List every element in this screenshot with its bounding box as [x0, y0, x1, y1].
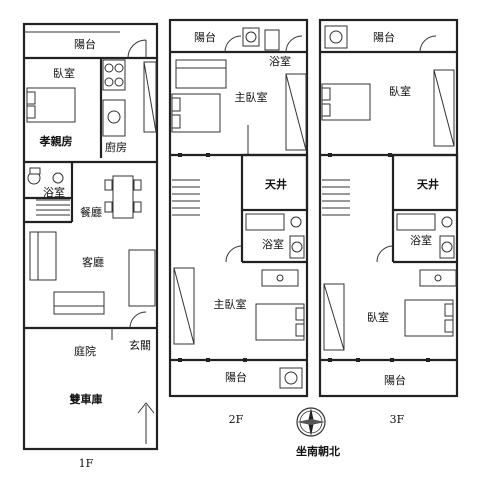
- stairs-2f: [172, 179, 200, 216]
- room-label-balcony: 陽台: [74, 37, 96, 51]
- floor-1-plan: 陽台 臥室 孝親房 廚房 浴室 餐廳 客廳 庭院 玄關 雙車庫 1F: [22, 22, 159, 470]
- toilet-2f-top: [264, 29, 280, 51]
- floor-label-3f: 3F: [390, 413, 405, 426]
- cabinet-3f: [419, 269, 457, 287]
- washbasin-3f: [439, 235, 455, 259]
- room-label-dining: 餐廳: [80, 205, 102, 219]
- room-label-bathroom: 浴室: [43, 185, 65, 199]
- lightwell-3f: [391, 153, 459, 212]
- room-label-balcony-top-3f: 陽台: [373, 30, 395, 44]
- compass-icon: [296, 407, 326, 437]
- orientation-label: 坐南朝北: [296, 444, 340, 458]
- room-label-bedroom-bottom-3f: 臥室: [367, 310, 389, 324]
- bathtub-3f: [396, 213, 436, 231]
- room-label-bathroom-mid-2f: 浴室: [262, 237, 284, 251]
- stove: [102, 59, 126, 91]
- washbasin-2f-mid: [289, 235, 305, 259]
- room-label-lightwell-3f: 天井: [417, 177, 439, 191]
- room-label-bedroom-top-3f: 臥室: [389, 84, 411, 98]
- bathtub-2f: [245, 213, 285, 231]
- room-label-kitchen: 廚房: [105, 140, 127, 154]
- dining-table: [112, 175, 134, 219]
- room-label-parents-room: 孝親房: [39, 134, 73, 148]
- washbasin-2f-top: [242, 27, 260, 47]
- floor-2-plan: 陽台 浴室 主臥室 天井 浴室 主臥室 陽台 2F: [168, 18, 309, 426]
- room-label-bedroom: 臥室: [53, 66, 75, 80]
- cabinet-2f: [261, 269, 299, 287]
- room-label-bathroom-top-2f: 浴室: [269, 54, 291, 68]
- room-label-bathroom-3f: 浴室: [410, 233, 432, 247]
- floor-label-1f: 1F: [79, 457, 94, 470]
- stairs-3f: [322, 179, 350, 216]
- toilet-3f: [441, 216, 453, 228]
- room-label-courtyard: 庭院: [74, 344, 96, 358]
- floor-label-2f: 2F: [229, 413, 244, 426]
- floor-1-outline: [22, 22, 159, 451]
- room-label-lightwell-2f: 天井: [265, 177, 287, 191]
- room-label-balcony-bottom-3f: 陽台: [384, 373, 406, 387]
- lightwell-2f: [240, 153, 309, 212]
- room-label-living: 客廳: [82, 255, 104, 269]
- washer-2f: [279, 367, 303, 389]
- room-label-master-bottom-2f: 主臥室: [214, 297, 247, 311]
- room-label-master-top-2f: 主臥室: [235, 90, 268, 104]
- room-label-balcony-bottom-2f: 陽台: [225, 370, 247, 384]
- room-label-garage: 雙車庫: [70, 392, 103, 406]
- floor-3-plan: 陽台 臥室 天井 浴室 臥室 陽台 3F: [318, 18, 459, 426]
- washer-3f: [324, 25, 348, 49]
- kitchen-sink: [102, 99, 126, 137]
- room-label-entrance: 玄關: [129, 338, 151, 352]
- stairs-1f: [36, 199, 70, 216]
- tv-cabinet: [128, 249, 156, 307]
- room-label-balcony-top-2f: 陽台: [194, 30, 216, 44]
- toilet-2f-mid: [290, 216, 302, 228]
